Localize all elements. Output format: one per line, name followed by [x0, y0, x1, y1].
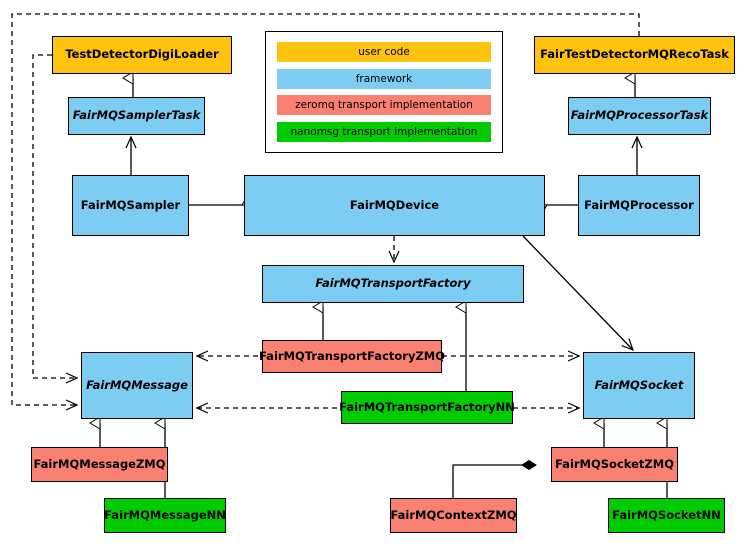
legend-label: user code [358, 46, 410, 59]
class-label: FairMQProcessor [584, 197, 694, 212]
class-label: FairMQMessage [86, 377, 188, 392]
class-label: FairMQDevice [349, 197, 440, 212]
class-box-fairmqdevice[interactable]: FairMQDevice [244, 175, 545, 236]
legend-item-zeromq: zeromq transport implementation [277, 95, 491, 116]
legend-item-framework: framework [277, 68, 491, 89]
legend-label: zeromq transport implementation [295, 99, 473, 112]
class-box-fairmqprocessor[interactable]: FairMQProcessor [578, 175, 700, 236]
class-box-fairmqsampler[interactable]: FairMQSampler [72, 175, 189, 236]
class-label: FairMQSocket [594, 377, 684, 392]
class-box-fairmqsocketzmq[interactable]: FairMQSocketZMQ [551, 447, 678, 482]
class-box-fairmqmessage[interactable]: FairMQMessage [81, 352, 193, 419]
class-box-fairmqtransportfactory[interactable]: FairMQTransportFactory [262, 265, 524, 303]
class-label: FairMQProcessorTask [570, 108, 709, 123]
class-box-fairmqcontextzmq[interactable]: FairMQContextZMQ [390, 498, 517, 533]
class-label: FairMQTransportFactory [315, 276, 471, 291]
legend-item-nanomsg: nanomsg transport implementation [277, 121, 491, 142]
class-label: TestDetectorDigiLoader [65, 47, 219, 62]
class-box-fairmqsocketnn[interactable]: FairMQSocketNN [608, 498, 725, 533]
class-box-fairmqtransportfactoryzmq[interactable]: FairMQTransportFactoryZMQ [259, 340, 446, 373]
class-box-fairtestdetectormqrecotask[interactable]: FairTestDetectorMQRecoTask [534, 36, 735, 74]
legend-item-user-code: user code [277, 42, 491, 63]
class-box-testdetectordigiloader[interactable]: TestDetectorDigiLoader [52, 36, 232, 74]
class-box-fairmqtransportfactorynn[interactable]: FairMQTransportFactoryNN [339, 391, 515, 424]
class-box-fairmqsocket[interactable]: FairMQSocket [583, 352, 695, 419]
legend-label: framework [355, 72, 413, 85]
class-label: FairMQContextZMQ [390, 507, 517, 522]
class-label: FairMQMessageZMQ [33, 456, 166, 471]
class-box-fairmqsamplertask[interactable]: FairMQSamplerTask [68, 97, 205, 135]
class-box-fairmqmessagezmq[interactable]: FairMQMessageZMQ [31, 447, 168, 482]
class-label: FairTestDetectorMQRecoTask [540, 47, 729, 62]
class-label: FairMQSamplerTask [72, 108, 201, 123]
edge-socketzmq-contextzmq [452, 459, 537, 498]
class-box-fairmqprocessortask[interactable]: FairMQProcessorTask [568, 97, 711, 135]
class-label: FairMQTransportFactoryZMQ [259, 348, 446, 363]
class-label: FairMQMessageNN [104, 507, 226, 522]
class-box-fairmqmessagenn[interactable]: FairMQMessageNN [104, 498, 226, 533]
edge-device-socket [522, 235, 633, 350]
class-label: FairMQSampler [80, 197, 181, 212]
class-label: FairMQTransportFactoryNN [339, 399, 515, 414]
class-label: FairMQSocketNN [612, 507, 721, 522]
legend-label: nanomsg transport implementation [290, 125, 478, 138]
class-label: FairMQSocketZMQ [555, 456, 674, 471]
legend-panel: user code framework zeromq transport imp… [265, 31, 503, 153]
